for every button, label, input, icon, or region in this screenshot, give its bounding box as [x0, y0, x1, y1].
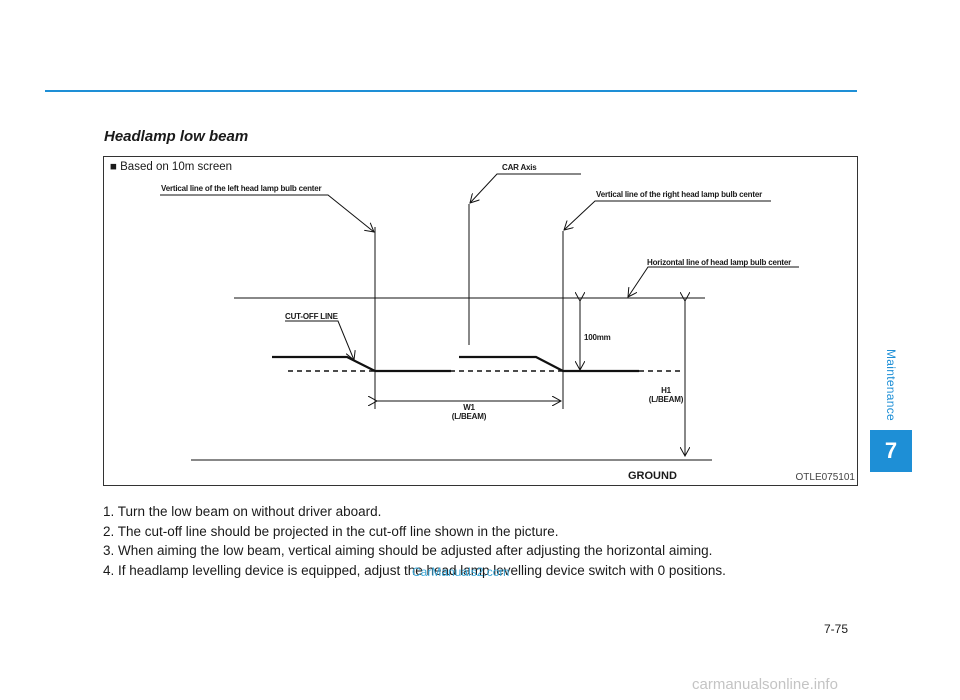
right-cutoff-pattern	[459, 355, 639, 373]
side-tab-text: Maintenance	[884, 348, 899, 422]
watermark: CarManuals2.com	[412, 565, 510, 579]
left-center-leader	[160, 194, 374, 232]
instruction-step: 2. The cut-off line should be projected …	[103, 523, 559, 539]
w1-label: W1 (L/BEAM)	[449, 403, 489, 421]
footer-watermark: carmanualsonline.info	[692, 676, 838, 693]
cutoff-label: CUT-OFF LINE	[285, 312, 338, 321]
h1-title: H1	[661, 386, 671, 395]
section-title: Headlamp low beam	[104, 128, 249, 145]
left-cutoff-pattern	[272, 355, 451, 373]
w1-subtitle: (L/BEAM)	[451, 412, 487, 421]
car-axis-leader	[470, 173, 581, 203]
chapter-badge: 7	[870, 430, 912, 472]
drop-label: 100mm	[584, 333, 611, 342]
horizontal-center-label: Horizontal line of head lamp bulb center	[647, 258, 792, 267]
ground-label: GROUND	[628, 470, 677, 482]
right-center-label: Vertical line of the right head lamp bul…	[596, 190, 762, 199]
figure-note: ■ Based on 10m screen	[110, 161, 233, 173]
instruction-list: 1. Turn the low beam on without driver a…	[103, 502, 726, 580]
side-tab-label: Maintenance	[876, 345, 906, 425]
figure-code: OTLE075101	[795, 472, 856, 483]
page-number: 7-75	[824, 622, 849, 636]
left-center-label: Vertical line of the left head lamp bulb…	[161, 184, 322, 193]
instruction-step: 3. When aiming the low beam, vertical ai…	[103, 543, 713, 558]
right-center-leader	[564, 200, 771, 230]
instruction-step: 1. Turn the low beam on without driver a…	[103, 504, 382, 519]
w1-title: W1	[463, 403, 475, 412]
h1-subtitle: (L/BEAM)	[648, 395, 684, 404]
headlamp-aiming-diagram: ■ Based on 10m screen Vertical line of t…	[103, 156, 858, 486]
cutoff-leader	[285, 320, 354, 360]
top-rule	[45, 90, 857, 92]
h1-label: H1 (L/BEAM)	[648, 386, 684, 404]
horizontal-center-leader	[628, 266, 799, 297]
car-axis-label: CAR Axis	[502, 163, 537, 172]
instruction-step: 4. If headlamp levelling device is equip…	[103, 562, 726, 578]
diagram-lines	[160, 173, 799, 461]
